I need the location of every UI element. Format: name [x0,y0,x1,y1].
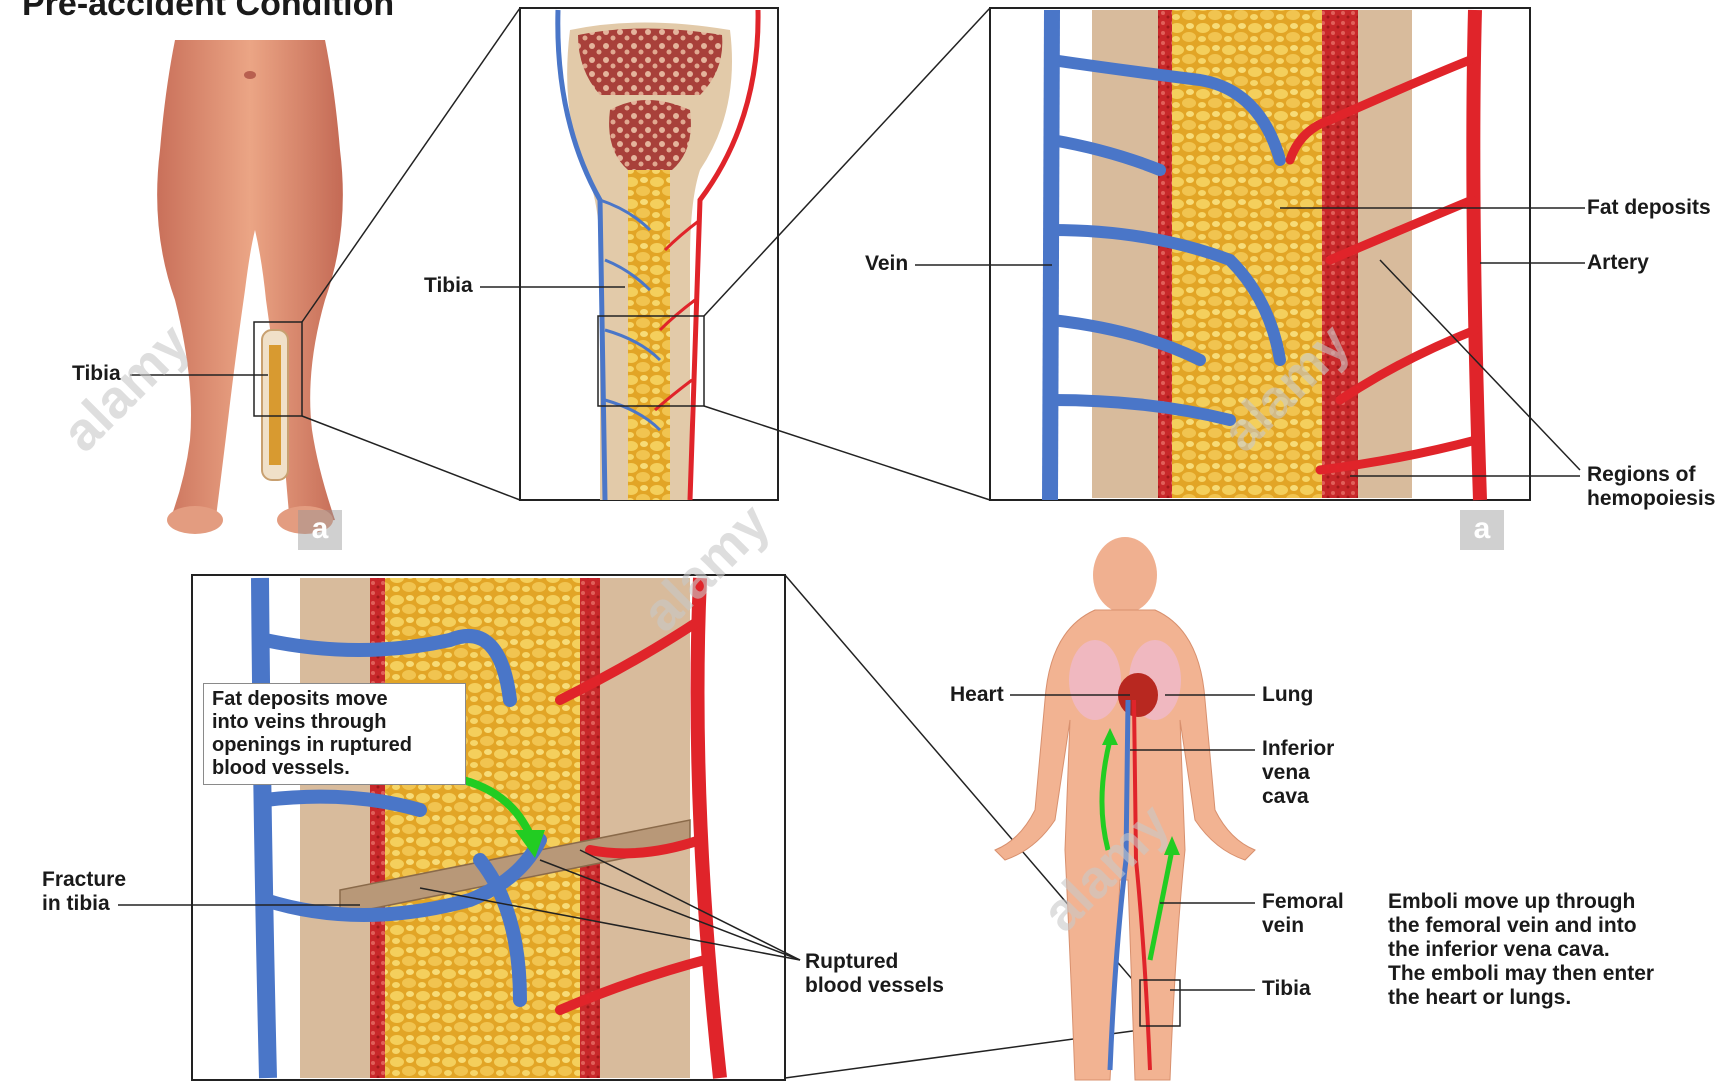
label-tibia-figure: Tibia [1262,977,1311,1001]
label-heart: Heart [950,683,1004,707]
panel-tibia-closeup [520,8,778,500]
label-fat-deposits: Fat deposits [1587,196,1711,220]
page-title: Pre-accident Condition [22,0,394,22]
watermark-badge: a [1460,510,1504,550]
label-femoral-vein: Femoral vein [1262,890,1344,938]
emboli-note: Emboli move up through the femoral vein … [1388,890,1654,1010]
label-vein: Vein [865,252,908,276]
label-lung: Lung [1262,683,1313,707]
label-regions-of-hemopoiesis: Regions of hemopoiesis [1587,463,1715,511]
label-tibia-bone: Tibia [424,274,473,298]
fat-deposits-note: Fat deposits move into veins through ope… [203,683,466,785]
label-artery: Artery [1587,251,1649,275]
label-ruptured-blood-vessels: Ruptured blood vessels [805,950,944,998]
watermark-badge: a [298,510,342,550]
label-fracture-in-tibia: Fracture in tibia [42,868,126,916]
legs-figure [157,40,343,534]
panel-fracture-closeup [192,575,785,1080]
label-inferior-vena-cava: Inferior vena cava [1262,737,1334,809]
